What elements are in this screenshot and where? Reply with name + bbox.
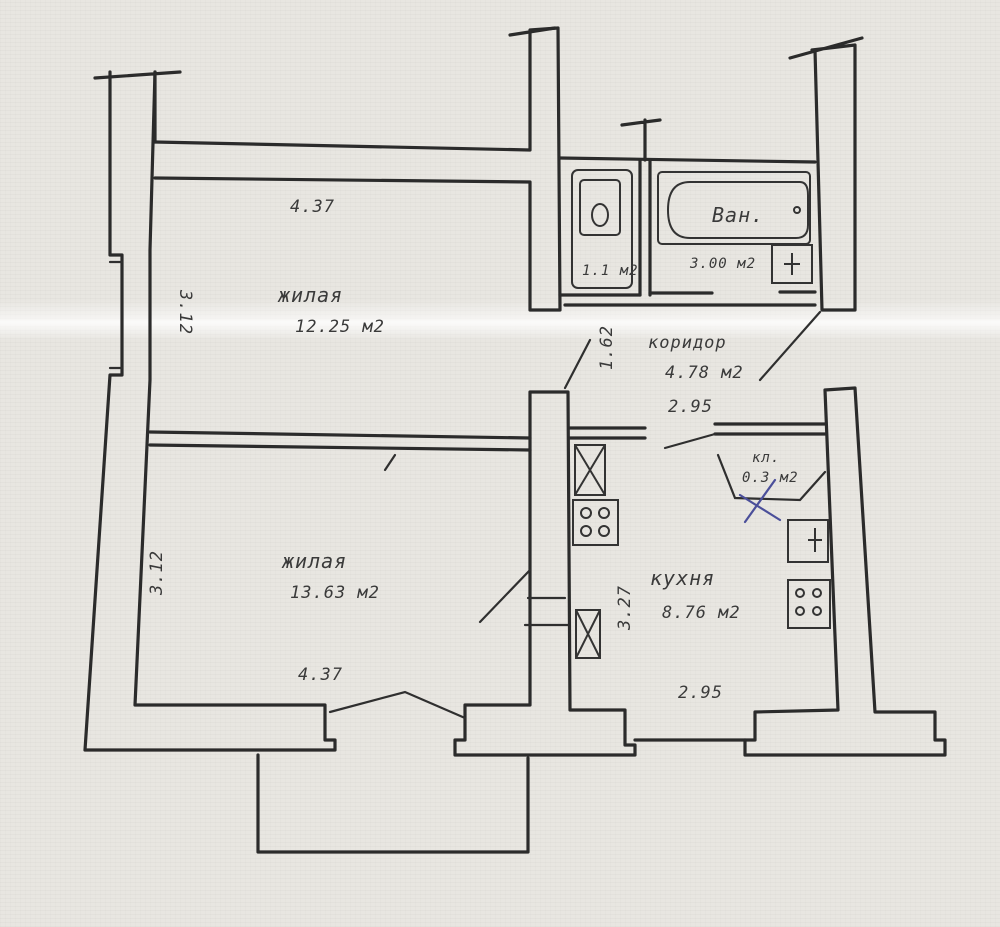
kitchen-name: кухня xyxy=(650,566,715,590)
bathtub-frame-icon xyxy=(657,171,811,245)
kitchen-depth: 3.27 xyxy=(615,585,635,631)
kitchen-stove-right-icon xyxy=(787,579,831,629)
upper-room-mark xyxy=(383,453,397,472)
middle-top-stub xyxy=(508,26,557,37)
burner-icon xyxy=(580,507,592,519)
kitchen-area: 8.76 м2 xyxy=(662,603,741,623)
corridor-diagonal xyxy=(563,310,822,450)
central-wall xyxy=(453,390,637,757)
kitchen-sink-icon xyxy=(787,519,829,563)
left-outer-wall xyxy=(83,70,337,752)
toilet-bath-partition xyxy=(620,118,662,297)
toilet-area: 1.1 м2 xyxy=(582,263,639,279)
closet-door xyxy=(716,453,827,502)
lower-room-width: 4.37 xyxy=(298,665,343,685)
upper-room-name: жилая xyxy=(277,283,343,307)
burner-icon xyxy=(795,588,805,598)
toilet-icon xyxy=(571,169,633,289)
kitchen-cabinet-top-icon xyxy=(574,444,606,496)
corridor-depth: 1.62 xyxy=(597,325,617,370)
upper-room-top-wall xyxy=(153,26,562,312)
bath-tap-icon xyxy=(784,253,800,275)
ink-cross-mark xyxy=(738,478,782,524)
bathtub-icon xyxy=(666,181,809,239)
labels: 4.37 3.12 жилая 12.25 м2 3.12 жилая 13.6… xyxy=(147,197,799,703)
bathroom-bottom-wall xyxy=(558,290,817,307)
entrance-door xyxy=(328,690,467,720)
burner-icon xyxy=(795,606,805,616)
corridor-area: 4.78 м2 xyxy=(665,363,744,383)
bathroom-top-wall xyxy=(558,156,817,164)
kitchen-stove-icon xyxy=(572,499,619,546)
fixtures xyxy=(571,169,831,659)
closet-area: 0.3 м2 xyxy=(742,470,799,486)
corridor-width: 2.95 xyxy=(668,397,713,417)
balcony xyxy=(256,753,530,854)
burner-icon xyxy=(598,507,610,519)
toilet-bowl-icon xyxy=(591,203,609,227)
left-window xyxy=(108,260,124,370)
kitchen-cabinet-top-cross xyxy=(574,444,606,496)
burner-icon xyxy=(598,525,610,537)
upper-room-area: 12.25 м2 xyxy=(295,317,385,337)
corridor-name: коридор xyxy=(648,333,727,353)
paper-fold-highlight xyxy=(0,300,1000,340)
bathroom-area: 3.00 м2 xyxy=(689,256,756,272)
kitchen-width: 2.95 xyxy=(678,683,723,703)
closet-name: кл. xyxy=(752,450,780,466)
kitchen-side-door xyxy=(478,568,570,627)
top-left-stub xyxy=(93,70,182,144)
burner-icon xyxy=(812,588,822,598)
kitchen-right-wall xyxy=(743,386,947,757)
lower-room-depth: 3.12 xyxy=(147,550,167,596)
burner-icon xyxy=(580,525,592,537)
upper-room-width: 4.37 xyxy=(290,197,335,217)
bathroom-name: Ван. xyxy=(712,203,764,227)
kitchen-cabinet-bottom-cross xyxy=(575,609,601,659)
lower-room-area: 13.63 м2 xyxy=(290,583,380,603)
lower-room-name: жилая xyxy=(281,549,347,573)
toilet-tank-icon xyxy=(579,179,621,236)
room-partition xyxy=(148,430,532,452)
bathtub-drain-icon xyxy=(793,206,801,214)
bath-right-wall xyxy=(788,36,864,312)
burner-icon xyxy=(812,606,822,616)
kitchen-top-partition xyxy=(568,422,827,440)
kitchen-cabinet-bottom-icon xyxy=(575,609,601,659)
walls xyxy=(83,26,947,854)
bath-sink-icon xyxy=(771,244,813,284)
kitchen-tap-icon xyxy=(808,528,822,552)
upper-room-depth: 3.12 xyxy=(175,289,195,335)
